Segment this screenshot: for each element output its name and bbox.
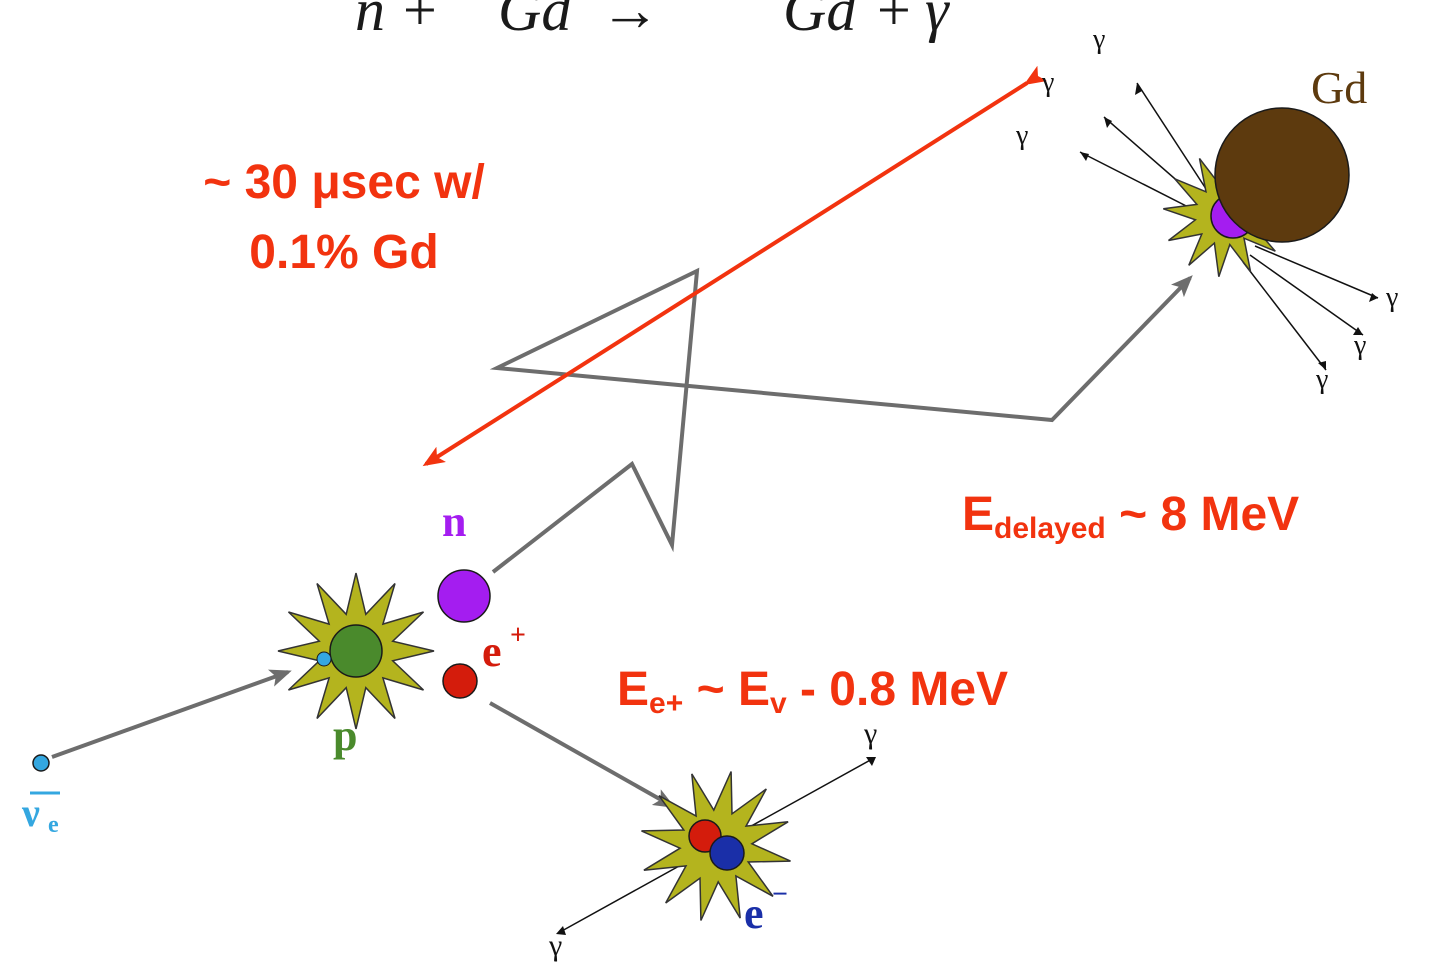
positron-label: e	[482, 627, 502, 676]
equation-neutron: n	[355, 0, 385, 43]
equation-arrow: →	[600, 0, 660, 43]
prompt-energy-sub2: v	[770, 687, 787, 720]
antineutrino-track	[51, 669, 292, 759]
annihilation-gamma-head-up	[866, 757, 876, 766]
annihilation-gamma-label-down: γ	[548, 929, 562, 962]
antineutrino-label: ν	[21, 790, 40, 835]
proton-interaction: p	[277, 572, 435, 760]
electron-label: e	[744, 889, 764, 938]
positron-sup: +	[510, 620, 526, 651]
gd-gamma-label-2: γ	[1041, 67, 1054, 98]
prompt-energy-E: E	[617, 663, 649, 716]
electron-sup: −	[772, 879, 788, 910]
neutron-circle	[437, 569, 491, 623]
gd-gamma-label-3: γ	[1015, 120, 1028, 151]
proton-circle	[329, 624, 383, 678]
delayed-energy-E: E	[962, 488, 994, 541]
neutrino-absorbed-dot	[316, 651, 332, 667]
gd-gamma-label-4: γ	[1385, 282, 1398, 313]
prompt-energy-label: Ee+ ~ Ev - 0.8 MeV	[617, 663, 1008, 720]
positron: e +	[442, 620, 526, 699]
annihilation-gamma-label-up: γ	[863, 717, 877, 750]
positron-circle	[442, 663, 478, 699]
neutron: n	[437, 497, 491, 623]
equation-product: Gd	[783, 0, 857, 43]
gd-gamma-label-6: γ	[1315, 364, 1328, 395]
gd-gamma-arrowheads	[1080, 83, 1378, 370]
capture-time-arrow	[422, 65, 1048, 467]
neutron-label: n	[442, 497, 466, 546]
delayed-energy-rest: ~ 8 MeV	[1106, 488, 1299, 541]
equation-target: Gd	[498, 0, 572, 43]
annihilation-electron	[709, 835, 745, 871]
annihilation-gamma-head-down	[556, 926, 566, 935]
gd-gamma-label-1: γ	[1092, 24, 1105, 55]
delayed-energy-label: Edelayed ~ 8 MeV	[962, 488, 1299, 545]
gd-gamma-label-5: γ	[1353, 330, 1366, 361]
equation-plus-2: +	[877, 0, 911, 43]
equation-gamma: γ	[925, 0, 950, 43]
gd-capture-event: Gd γ γ γ γ γ γ	[1015, 24, 1398, 395]
antineutrino: ν e	[21, 754, 60, 838]
delayed-energy-sub: delayed	[994, 512, 1106, 545]
prompt-energy-mid: ~ E	[683, 663, 770, 716]
antineutrino-dot	[32, 754, 50, 772]
gd-label: Gd	[1311, 62, 1367, 113]
positron-track	[489, 701, 676, 808]
gd-nucleus	[1214, 107, 1350, 243]
annihilation-event: e − γ γ	[548, 717, 877, 962]
capture-equation: n + Gd → Gd + γ	[355, 0, 950, 43]
capture-time-annotation: ~ 30 μsec w/ 0.1% Gd	[203, 156, 485, 279]
prompt-energy-sub: e+	[649, 687, 683, 720]
capture-time-line2: 0.1% Gd	[249, 226, 438, 279]
capture-time-line1: ~ 30 μsec w/	[203, 156, 485, 209]
equation-plus-1: +	[403, 0, 437, 43]
prompt-energy-rest: - 0.8 MeV	[787, 663, 1008, 716]
antineutrino-subscript: e	[48, 812, 59, 838]
proton-label: p	[333, 711, 357, 760]
